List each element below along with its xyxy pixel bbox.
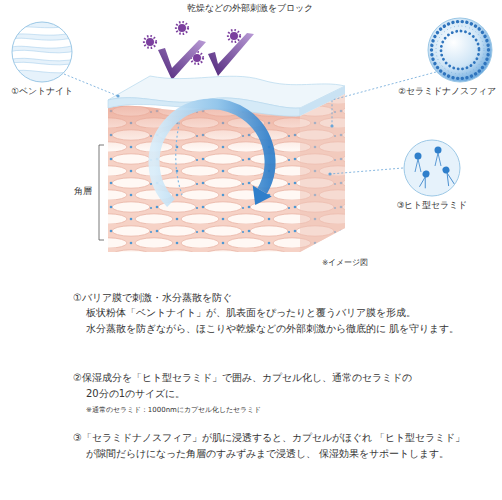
block-check-mark [208,33,254,76]
callout-circle [427,17,493,83]
irritant-group [144,22,254,80]
virus-icon [178,24,186,32]
leader-dot [330,124,333,127]
molecule-head [415,153,422,160]
bentonite-callout: ①ベントナイト [9,21,75,97]
lipid-heads [441,31,479,69]
molecule-tail [435,153,441,166]
virus-spikes [144,36,156,48]
virus-icon [230,32,238,40]
lipid-heads [432,22,489,79]
leader-dot [328,172,331,175]
leader-line [330,168,403,174]
virus-spikes [176,22,188,34]
penetration-path [176,118,182,195]
bentonite-sheet [8,50,80,61]
ceramide-zoom [404,140,460,196]
nanosphere-callout: ②セラミドナノスフィア [396,17,498,97]
leader-line [332,72,436,126]
molecule-tail [419,176,428,188]
barrier-film-side [300,86,345,116]
nanosphere-zoom [428,18,492,82]
leader-dot [116,94,119,97]
callout-outline [404,140,460,196]
bentonite-zoom [8,22,80,82]
zoom-ground [404,140,460,196]
molecule-tail [415,159,421,172]
callout-outline [12,22,72,82]
image-note: ※イメージ図 [322,258,412,268]
molecule-head [442,166,451,175]
callout-label: ①ベントナイト [9,86,75,97]
block-check-mark [158,40,206,80]
callout-circle [403,139,461,197]
callout-circle [11,21,73,83]
ceramide-molecule [442,166,455,187]
nanosphere-body [428,18,492,82]
lipid-tails [436,26,484,74]
circulation-arrow [154,104,270,203]
skin-block [108,76,345,252]
circulation-arrowhead [253,186,272,206]
virus-icon [146,38,154,46]
layer-bracket [99,145,104,240]
block-caption: 乾燥などの外部刺激をブロック [110,2,390,14]
callout-label: ③ヒト型セラミド [395,200,470,211]
callout-outline [428,18,492,82]
molecule-tail [444,172,454,186]
ceramide-molecule [435,147,442,167]
footnote: ※通常のセラミド：1000nmにカプセル化したセラミド [86,405,486,415]
bentonite-sheet [8,36,80,48]
layer-name: 角層 [74,186,98,197]
callout-label: ②セラミドナノスフィア [396,86,498,97]
virus-icon [193,54,201,62]
molecule-head [435,147,442,154]
point-body: ③「セラミドナノスフィア」が肌に浸透すると、カプセルがほぐれ 「ヒト型セラミド」… [73,430,498,462]
molecule-head [422,170,431,179]
leader-lines [64,72,436,176]
ceramide-molecule [415,153,422,173]
point-body: ②保湿成分を「ヒト型セラミド」で囲み、カプセル化し、通常のセラミドの 20分の1… [73,370,498,402]
point-body: 板状粉体「ベントナイト」が、肌表面をぴったりと覆うバリア膜を形成。 水分蒸散を防… [86,305,498,337]
ceramide-callout: ③ヒト型セラミド [395,139,470,211]
point-heading: ①バリア膜で刺激・水分蒸散を防ぐ [73,290,493,306]
virus-spikes [228,30,240,42]
ceramide-molecule [419,170,430,189]
